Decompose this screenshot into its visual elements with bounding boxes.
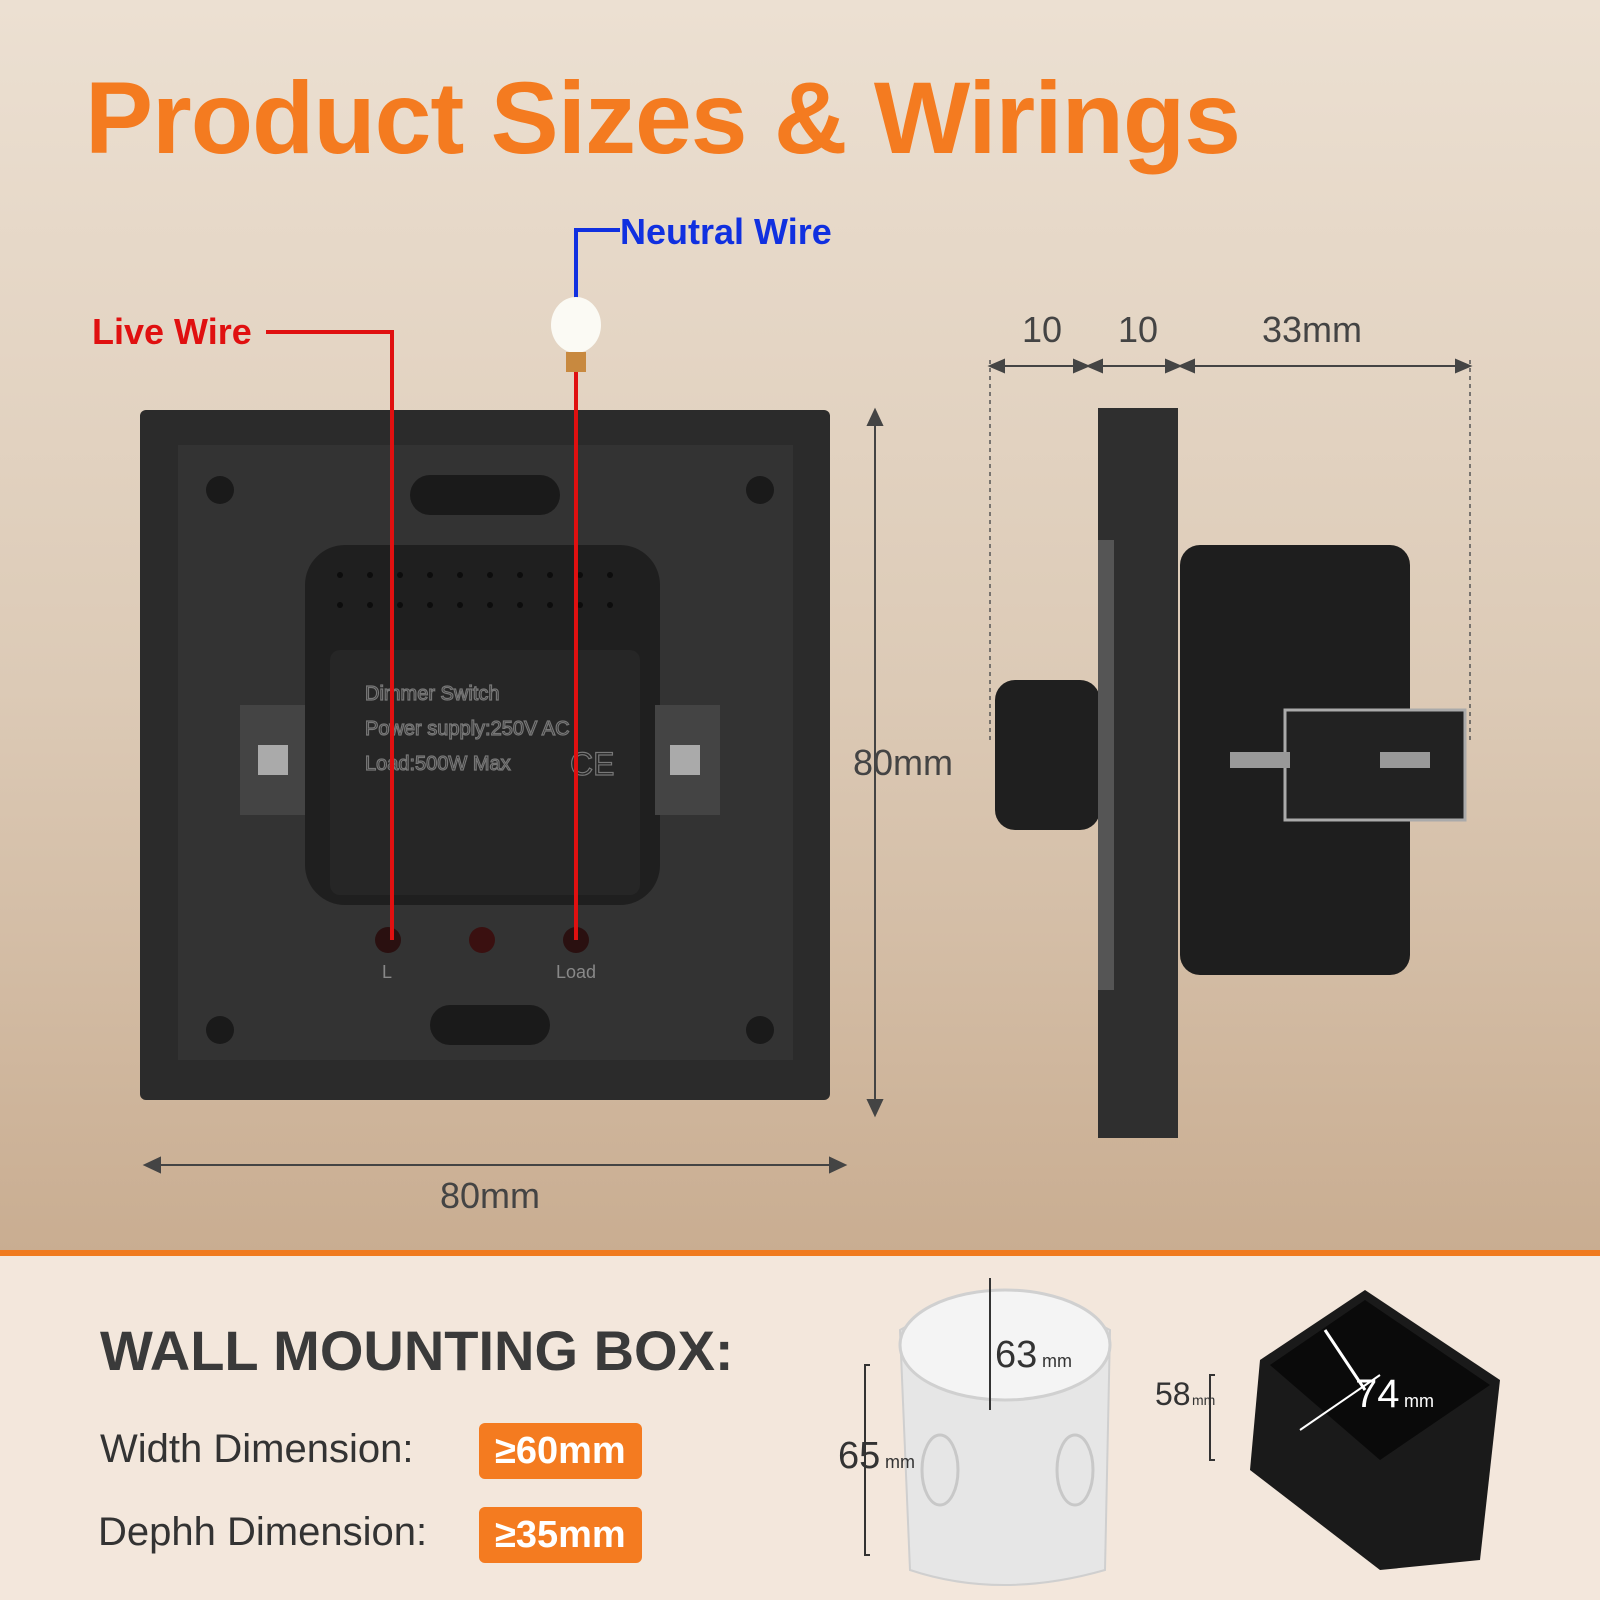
vent-holes xyxy=(337,572,613,608)
side-dim-2: 10 xyxy=(1118,309,1158,350)
width-dimension-badge: ≥60mm xyxy=(479,1423,642,1479)
page-title: Product Sizes & Wirings xyxy=(85,61,1241,175)
light-bulb-icon xyxy=(551,297,601,372)
front-height-label: 80mm xyxy=(853,742,953,783)
wall-boxes-illustration: 63 mm 65 mm 74 mm 58 mm xyxy=(838,1278,1500,1586)
width-dimension-label: Width Dimension: xyxy=(100,1427,414,1471)
side-dim-3: 33mm xyxy=(1262,309,1362,350)
round-box-diameter: 63 xyxy=(995,1334,1037,1376)
front-width-dimension xyxy=(142,1156,848,1174)
round-box-diameter-unit: mm xyxy=(1042,1351,1072,1371)
terminal-load-label: Load xyxy=(556,962,596,982)
live-wire-label: Live Wire xyxy=(92,311,252,352)
label-plate-line2: Power supply:250V AC xyxy=(365,718,570,740)
square-box-depth: 58 xyxy=(1155,1376,1191,1412)
square-box-depth-unit: mm xyxy=(1192,1392,1215,1408)
depth-dimension-badge: ≥35mm xyxy=(479,1507,642,1563)
label-plate-line3: Load:500W Max xyxy=(365,753,511,775)
square-box-width: 74 xyxy=(1355,1372,1400,1416)
terminal-l-label: L xyxy=(382,962,392,982)
switch-side-knob xyxy=(995,680,1100,830)
live-wire-line xyxy=(266,330,394,940)
side-dim-1: 10 xyxy=(1022,309,1062,350)
wiring-diagram: Dimmer Switch Power supply:250V AC Load:… xyxy=(92,211,1473,1216)
wall-box-heading: WALL MOUNTING BOX: xyxy=(100,1319,734,1382)
neutral-wire-label: Neutral Wire xyxy=(620,211,832,252)
round-box-height-unit: mm xyxy=(885,1452,915,1472)
square-box-width-unit: mm xyxy=(1404,1391,1434,1411)
round-box-height: 65 xyxy=(838,1435,880,1477)
front-width-label: 80mm xyxy=(440,1175,540,1216)
square-wall-box xyxy=(1209,1290,1500,1570)
front-height-dimension xyxy=(866,407,884,1118)
section-divider xyxy=(0,1250,1600,1256)
round-wall-box xyxy=(864,1278,1112,1586)
label-plate-line1: Dimmer Switch xyxy=(365,683,499,705)
depth-dimension-label: Dephh Dimension: xyxy=(98,1510,428,1554)
side-depth-dimensions xyxy=(987,358,1473,374)
neutral-wire-line xyxy=(574,228,620,300)
